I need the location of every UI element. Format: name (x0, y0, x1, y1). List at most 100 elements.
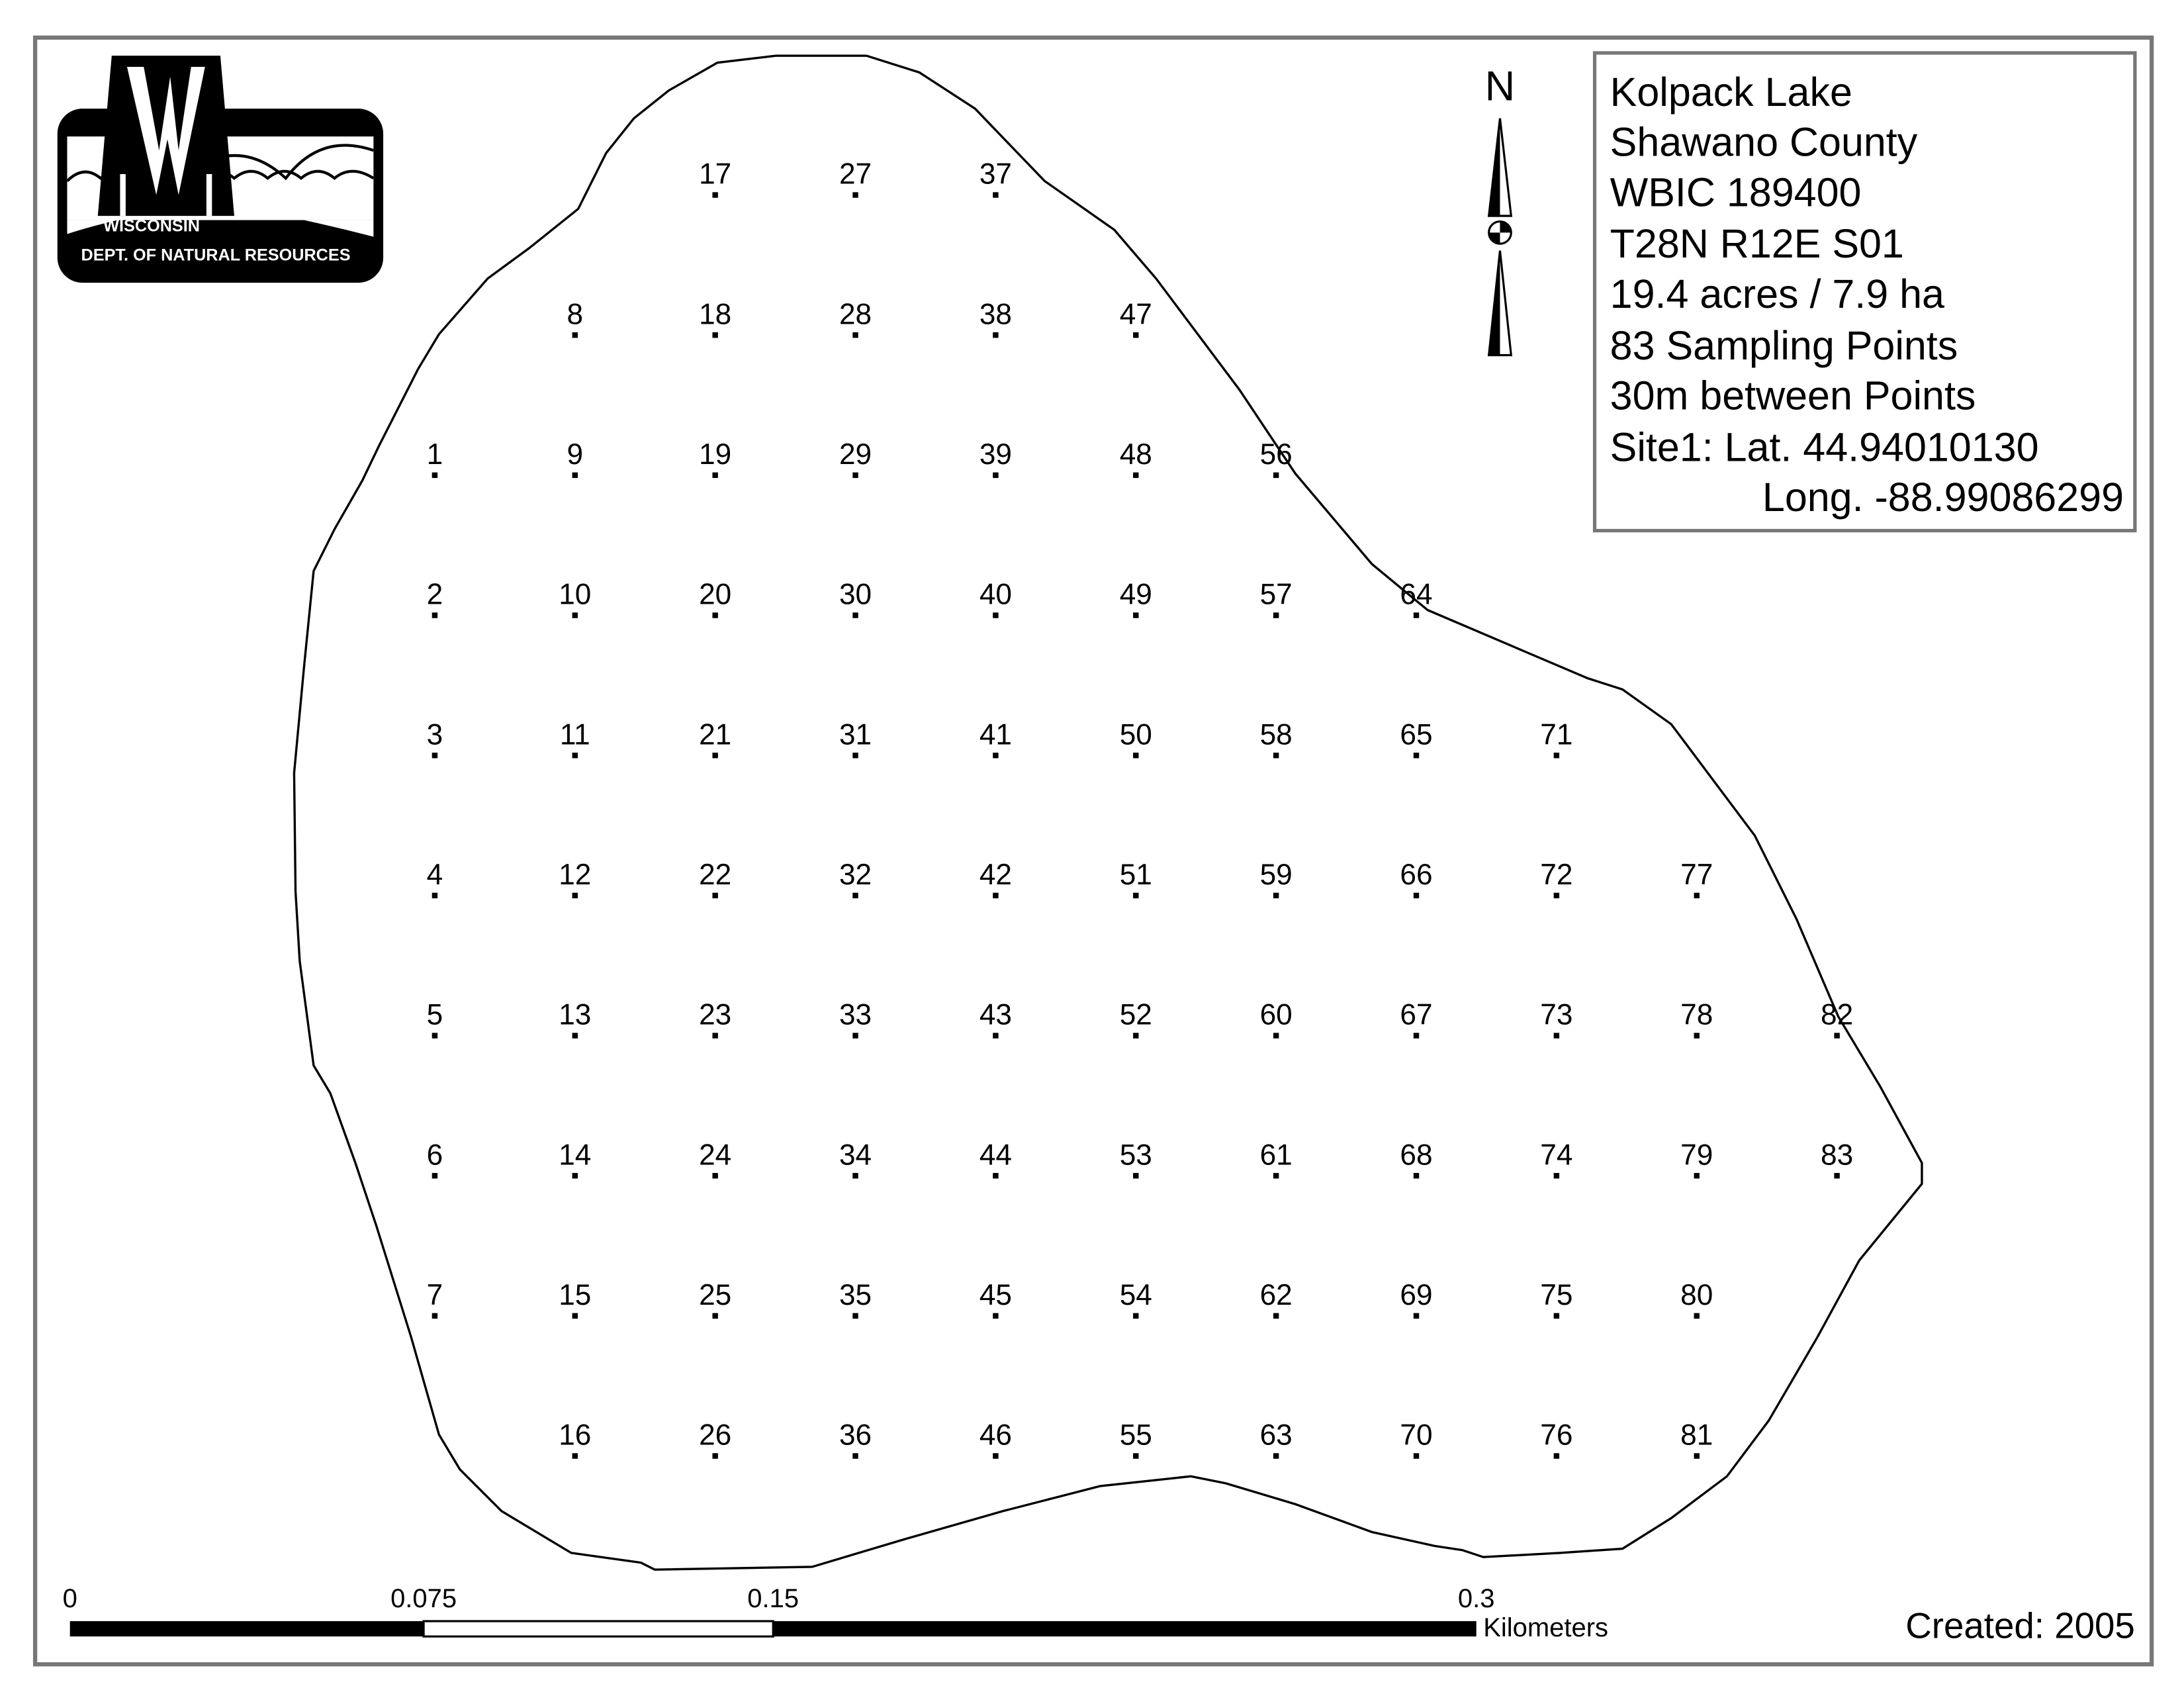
point-marker (712, 332, 718, 338)
sampling-point-18: 18 (699, 298, 731, 338)
sampling-point-22: 22 (699, 859, 731, 899)
point-marker (1413, 1453, 1420, 1459)
info-lake-name: Kolpack Lake (1610, 70, 1852, 115)
sampling-point-56: 56 (1260, 438, 1293, 479)
sampling-point-50: 50 (1120, 718, 1152, 759)
point-label: 51 (1120, 859, 1152, 891)
point-label: 9 (567, 438, 584, 471)
point-marker (1553, 1313, 1560, 1319)
point-label: 14 (559, 1139, 591, 1171)
sampling-point-54: 54 (1120, 1279, 1152, 1319)
point-label: 37 (979, 158, 1012, 191)
sampling-point-40: 40 (979, 579, 1012, 618)
point-label: 79 (1680, 1139, 1713, 1171)
sampling-point-71: 71 (1540, 718, 1572, 759)
point-marker (572, 1453, 578, 1459)
sampling-point-64: 64 (1400, 579, 1433, 618)
point-marker (993, 892, 999, 899)
point-marker (432, 892, 438, 899)
sampling-point-44: 44 (979, 1139, 1012, 1179)
sampling-point-52: 52 (1120, 999, 1152, 1039)
sampling-point-49: 49 (1120, 579, 1152, 618)
point-label: 76 (1540, 1419, 1572, 1452)
point-marker (852, 1313, 858, 1319)
point-label: 82 (1821, 999, 1853, 1031)
info-spacing: 30m between Points (1610, 373, 1976, 418)
point-label: 6 (427, 1139, 443, 1171)
sampling-point-53: 53 (1120, 1139, 1152, 1179)
sampling-point-73: 73 (1540, 999, 1572, 1039)
sampling-point-45: 45 (979, 1279, 1012, 1319)
sampling-point-68: 68 (1400, 1139, 1433, 1179)
point-marker (432, 472, 438, 479)
point-marker (1694, 1313, 1700, 1319)
sampling-point-72: 72 (1540, 859, 1572, 899)
scale-tick-1: 0.075 (390, 1584, 457, 1613)
point-label: 45 (979, 1279, 1012, 1311)
sampling-point-5: 5 (427, 999, 443, 1039)
point-label: 16 (559, 1419, 591, 1452)
sampling-point-62: 62 (1260, 1279, 1293, 1319)
sampling-point-57: 57 (1260, 579, 1293, 618)
point-marker (432, 612, 438, 618)
logo-line2: DEPT. OF NATURAL RESOURCES (81, 246, 351, 264)
sampling-point-78: 78 (1680, 999, 1713, 1039)
point-marker (1553, 1453, 1560, 1459)
point-marker (1133, 1172, 1139, 1179)
point-label: 39 (979, 438, 1012, 471)
point-label: 35 (839, 1279, 872, 1311)
point-label: 12 (559, 859, 591, 891)
point-marker (1413, 1313, 1420, 1319)
sampling-point-3: 3 (427, 718, 443, 759)
point-label: 70 (1400, 1419, 1432, 1452)
point-marker (1133, 612, 1139, 618)
point-marker (1273, 1033, 1279, 1039)
point-label: 61 (1260, 1139, 1293, 1171)
sampling-point-63: 63 (1260, 1419, 1293, 1459)
sampling-point-74: 74 (1540, 1139, 1572, 1179)
north-label: N (1485, 63, 1516, 109)
point-label: 33 (839, 999, 872, 1031)
point-label: 26 (699, 1419, 731, 1452)
point-label: 81 (1680, 1419, 1713, 1452)
point-label: 21 (699, 718, 731, 751)
point-label: 47 (1120, 298, 1152, 330)
point-marker (712, 1453, 718, 1459)
point-marker (572, 332, 578, 338)
point-label: 42 (979, 859, 1012, 891)
point-marker (852, 1033, 858, 1039)
sampling-point-58: 58 (1260, 718, 1293, 759)
info-long: Long. -88.99086299 (1762, 475, 2124, 520)
info-box: Kolpack Lake Shawano County WBIC 189400 … (1592, 51, 2137, 533)
point-marker (572, 892, 578, 899)
point-marker (993, 332, 999, 338)
sampling-point-60: 60 (1260, 999, 1293, 1039)
point-label: 74 (1540, 1139, 1572, 1171)
point-label: 71 (1540, 718, 1572, 751)
point-label: 62 (1260, 1279, 1293, 1311)
north-arrow: N (1485, 63, 1516, 357)
sampling-point-77: 77 (1680, 859, 1713, 899)
sampling-point-83: 83 (1821, 1139, 1853, 1179)
point-marker (1834, 1033, 1840, 1039)
point-label: 59 (1260, 859, 1293, 891)
point-label: 5 (427, 999, 443, 1031)
point-marker (852, 192, 858, 198)
point-marker (993, 472, 999, 479)
sampling-point-43: 43 (979, 999, 1012, 1039)
point-marker (1413, 1172, 1420, 1179)
point-marker (712, 752, 718, 759)
point-marker (993, 1172, 999, 1179)
sampling-point-67: 67 (1400, 999, 1433, 1039)
point-label: 4 (427, 859, 443, 891)
info-area: 19.4 acres / 7.9 ha (1610, 271, 1944, 316)
point-marker (993, 1453, 999, 1459)
point-label: 38 (979, 298, 1012, 330)
sampling-point-11: 11 (560, 718, 590, 759)
sampling-point-59: 59 (1260, 859, 1293, 899)
sampling-point-15: 15 (559, 1279, 591, 1319)
info-points: 83 Sampling Points (1610, 323, 1958, 368)
point-label: 58 (1260, 718, 1293, 751)
sampling-point-35: 35 (839, 1279, 872, 1319)
point-label: 68 (1400, 1139, 1432, 1171)
